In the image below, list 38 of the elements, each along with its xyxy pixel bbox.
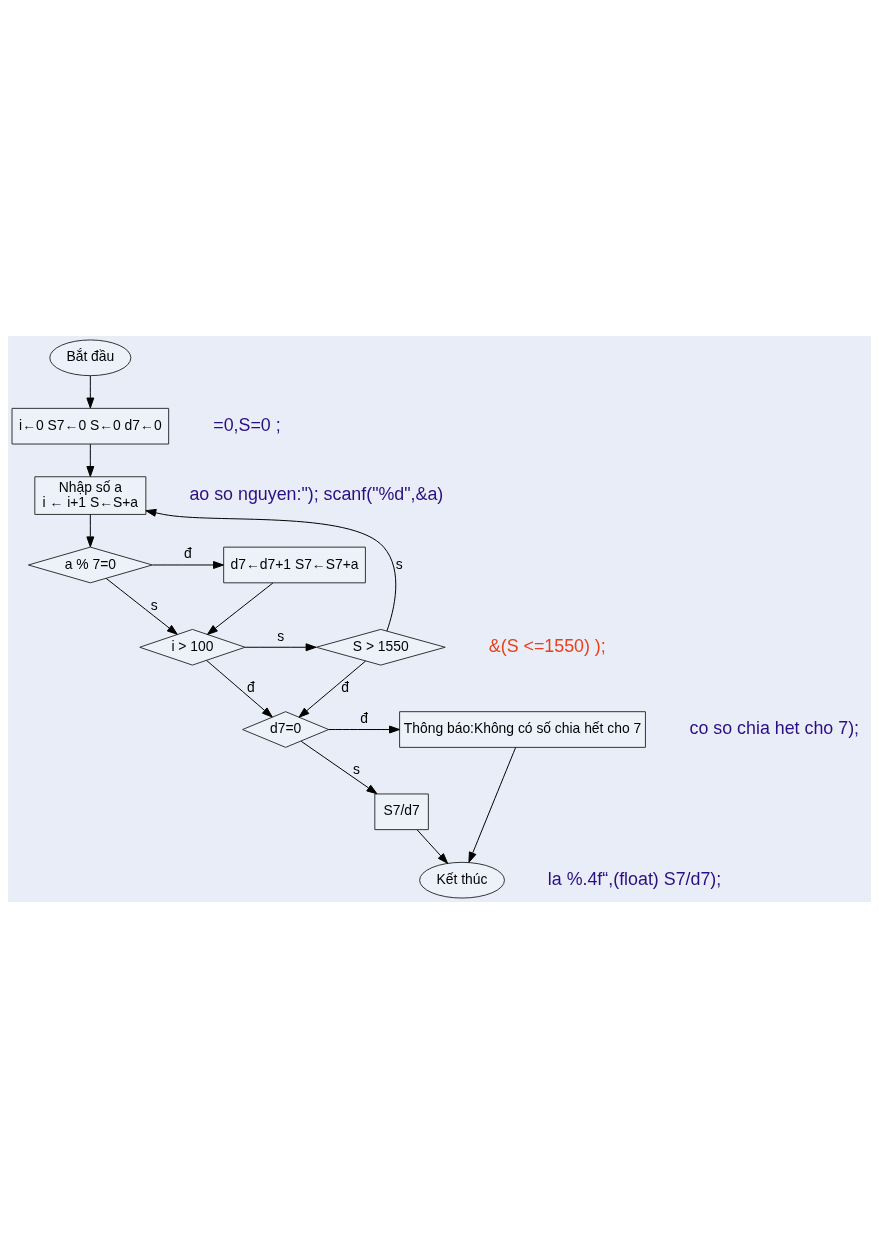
arrow	[328, 725, 400, 733]
node-diamond: i > 100	[139, 628, 246, 666]
node-box: d7←d7+1 S7←S7+a	[223, 546, 366, 583]
arrow	[86, 513, 95, 547]
arrow	[416, 828, 449, 864]
arrow	[206, 659, 273, 717]
edge-label: s	[353, 760, 360, 777]
arrow	[244, 642, 317, 651]
arrow	[298, 660, 366, 718]
arrow	[105, 577, 178, 635]
arrow	[206, 582, 274, 635]
arrow	[151, 560, 224, 569]
arrow	[145, 508, 397, 632]
node-diamond: a % 7=0	[27, 546, 153, 583]
edge-label: đ	[360, 709, 368, 726]
node-ellipse: Kết thúc	[419, 861, 505, 899]
edge-label: s	[150, 596, 158, 613]
node-diamond: S > 1550	[315, 628, 446, 666]
node-box: i←0 S7←0 S←0 d7←0	[11, 407, 170, 445]
arrow	[86, 443, 95, 477]
edge-label: đ	[184, 544, 192, 561]
node-diamond: d7=0	[242, 710, 330, 748]
label: =0,S=0 ;	[213, 414, 281, 435]
label: &(S <=1550) );	[488, 635, 606, 656]
arrow	[86, 374, 95, 408]
edge-label: s	[277, 627, 285, 644]
edge-label: đ	[247, 678, 255, 695]
node-box: S7/d7	[374, 792, 429, 830]
label: la %.4f“,(float) S7/d7);	[547, 868, 722, 889]
edge-label: đ	[341, 678, 349, 695]
node-box: Thông báo:Không có số chia hết cho 7	[399, 710, 646, 748]
edge-label: s	[395, 555, 403, 572]
label: ao so nguyen:"); scanf("%d",&a)	[189, 483, 444, 504]
label: co so chia het cho 7);	[689, 717, 860, 738]
node-box: Nhập số a i ← i+1 S←S+a	[34, 475, 147, 515]
node-ellipse: Bắt đầu	[49, 338, 132, 376]
arrow	[300, 740, 378, 794]
arrow	[468, 746, 517, 863]
